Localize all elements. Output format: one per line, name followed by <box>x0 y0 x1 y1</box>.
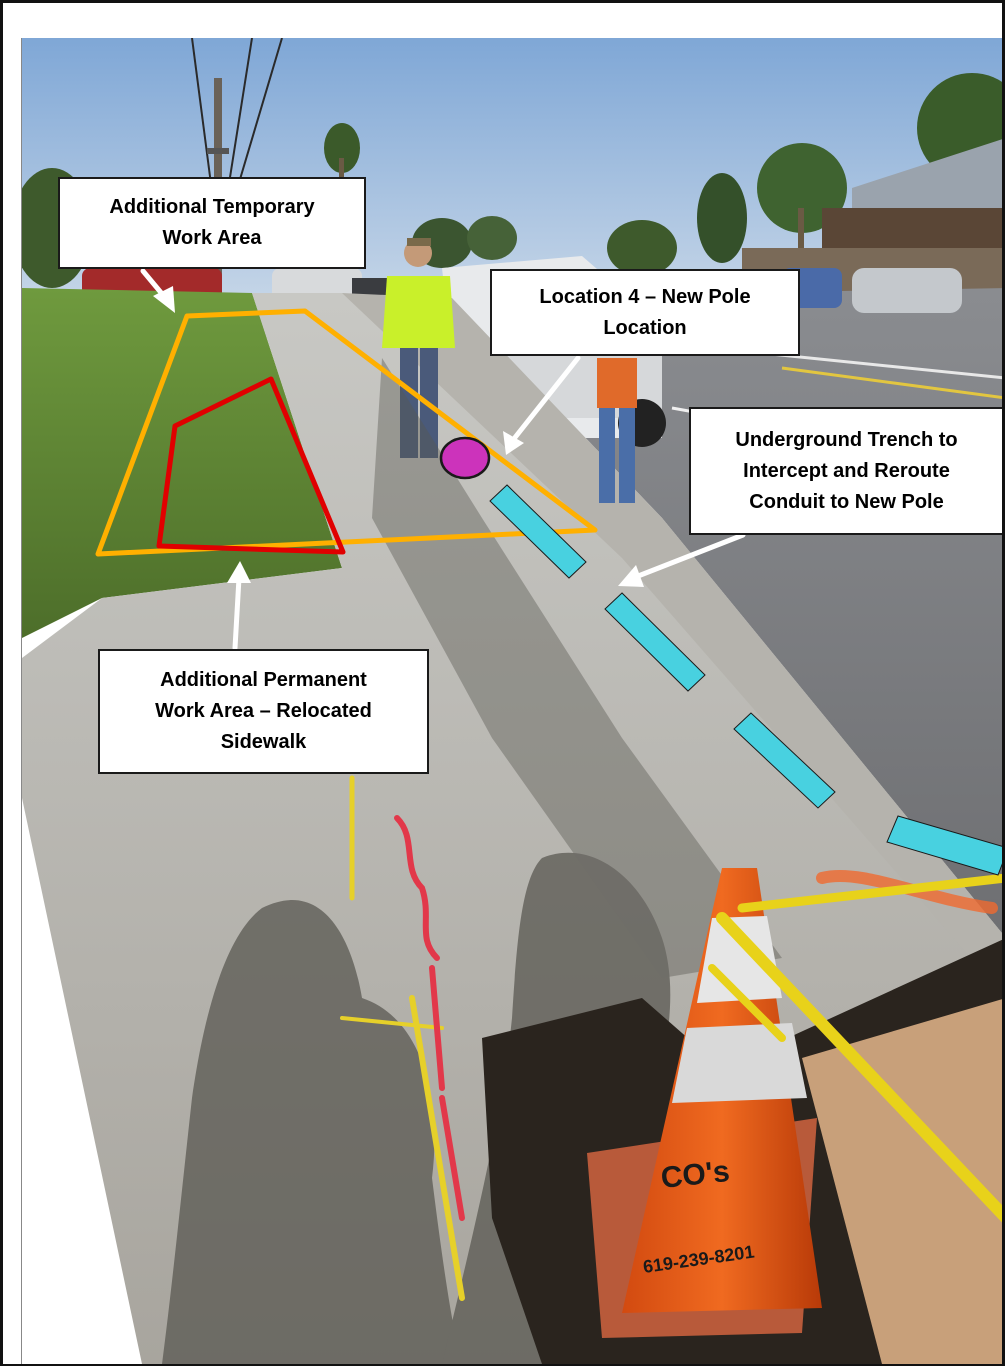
spray-paint-markings <box>340 775 998 1301</box>
callout-underground-trench: Underground Trench to Intercept and Rero… <box>689 407 1002 535</box>
callout-new-pole-location: Location 4 – New Pole Location <box>490 269 800 356</box>
worker-orange-vest <box>597 358 637 503</box>
caution-tape <box>708 873 1002 1223</box>
plywood-board <box>802 999 1002 1364</box>
cone-brand-text: CO's <box>659 1155 731 1195</box>
callout-permanent-work-area: Additional Permanent Work Area – Relocat… <box>98 649 429 774</box>
callout-temporary-work-area: Additional Temporary Work Area <box>58 177 366 269</box>
